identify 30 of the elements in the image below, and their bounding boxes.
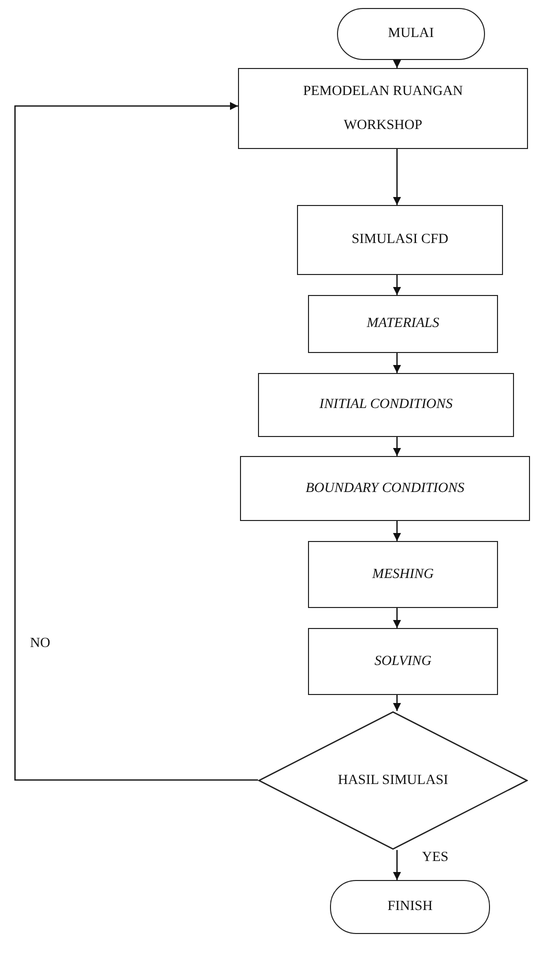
node-text: BOUNDARY CONDITIONS — [304, 480, 466, 498]
node-text: HASIL SIMULASI — [336, 772, 450, 790]
node-text: SOLVING — [373, 652, 433, 671]
arrow — [393, 608, 401, 628]
node-text: FINISH — [386, 898, 434, 916]
arrow — [393, 437, 401, 456]
decision-diamond — [258, 711, 528, 850]
process-box — [240, 456, 530, 521]
process-box — [308, 295, 498, 353]
process-box — [258, 373, 514, 437]
arrow — [393, 149, 401, 205]
node-text: SIMULASI CFD — [350, 231, 450, 250]
arrow — [14, 102, 258, 781]
node-text: MATERIALS — [366, 315, 440, 334]
arrow — [393, 60, 401, 68]
node-text: MULAI — [387, 25, 435, 44]
arrow — [393, 353, 401, 373]
process-box — [297, 205, 503, 275]
process-box — [308, 541, 498, 608]
node-text: MESHING — [371, 566, 435, 584]
arrow — [393, 521, 401, 541]
process-box — [308, 628, 498, 695]
terminator-shape — [337, 8, 485, 60]
arrow — [393, 275, 401, 295]
node-text: PEMODELAN RUANGAN WORKSHOP — [302, 82, 464, 134]
terminator-shape — [330, 880, 490, 934]
arrow — [393, 695, 401, 711]
process-box — [238, 68, 528, 149]
arrow — [393, 850, 401, 880]
node-text: INITIAL CONDITIONS — [318, 396, 454, 414]
